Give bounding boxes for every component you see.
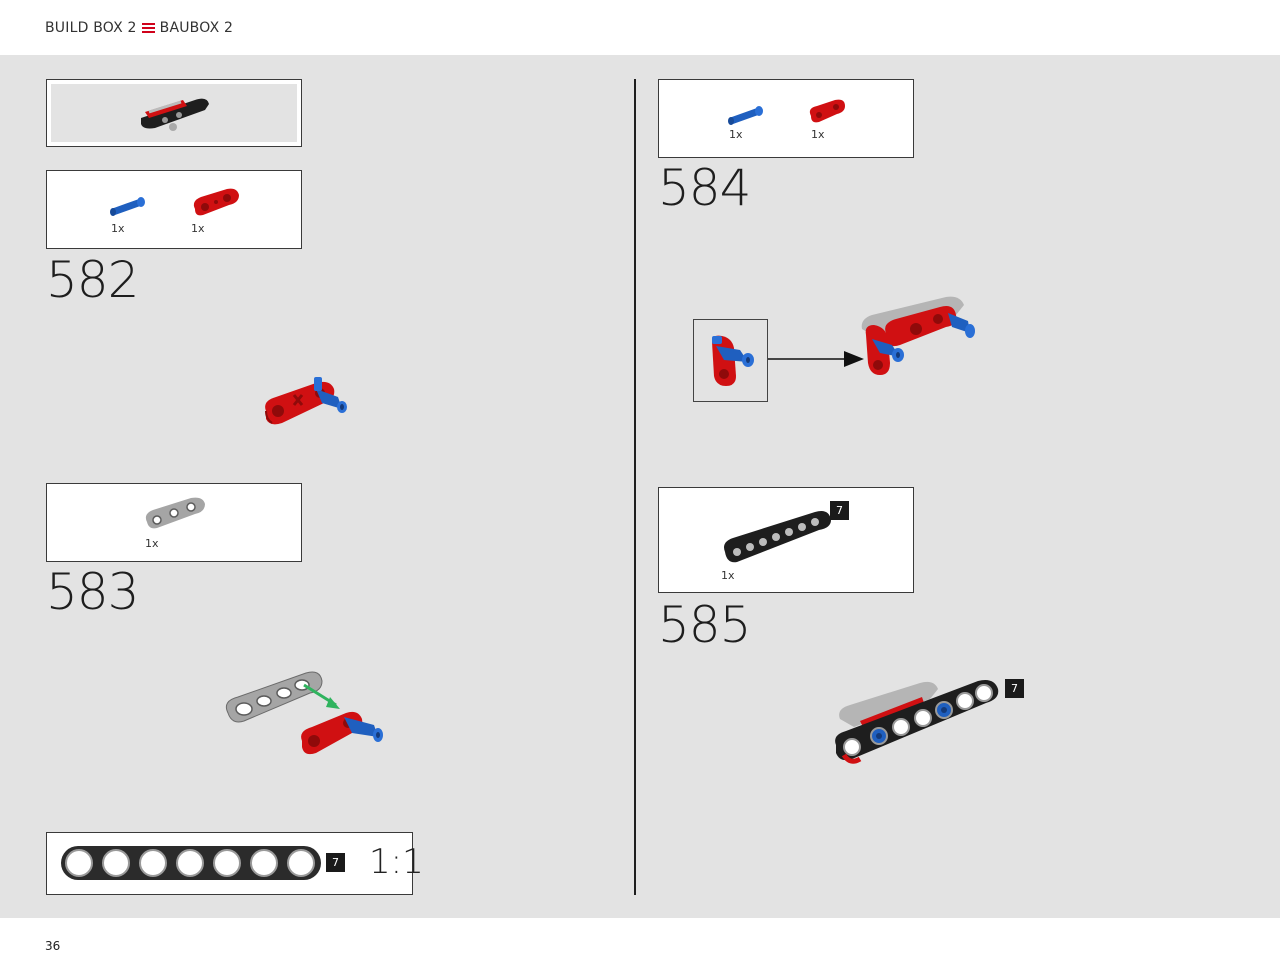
model-length-badge: 7 xyxy=(1005,679,1024,698)
step-number-582: 582 xyxy=(46,251,139,309)
qty-label: 1x xyxy=(721,569,735,582)
page-header: BUILD BOX 2 BAUBOX 2 xyxy=(0,0,1280,55)
qty-label: 1x xyxy=(111,222,125,235)
page-footer: 36 xyxy=(0,918,1280,974)
step-585-model xyxy=(835,680,999,764)
scale-ruler-beam xyxy=(61,846,321,880)
step-584-parts-box: 1x 1x xyxy=(658,79,914,158)
ruler-length-badge: 7 xyxy=(326,853,345,872)
instruction-content: 1x 1x 582 1x 583 xyxy=(0,55,1280,918)
ruler-holes xyxy=(65,849,315,877)
red-beam-2-icon xyxy=(193,188,239,216)
red-beam-2-icon xyxy=(809,99,845,123)
page-number: 36 xyxy=(45,939,61,953)
menu-lines-icon xyxy=(141,23,155,33)
black-beam-7-icon xyxy=(724,511,831,563)
part-length-badge: 7 xyxy=(830,501,849,520)
arrow-right-icon xyxy=(768,351,864,367)
blue-axle-pin-icon xyxy=(110,197,145,216)
scale-ruler-box: 7 1:1 xyxy=(46,832,424,895)
step-number-585: 585 xyxy=(658,596,751,654)
step-number-583: 583 xyxy=(46,563,139,621)
header-title-right: BAUBOX 2 xyxy=(159,20,234,36)
qty-label: 1x xyxy=(729,128,743,141)
qty-label: 1x xyxy=(145,537,159,550)
qty-label: 1x xyxy=(811,128,825,141)
step-582-parts-box: 1x 1x xyxy=(46,170,302,249)
grey-beam-3-icon xyxy=(145,497,205,529)
column-divider xyxy=(634,79,636,895)
step-number-584: 584 xyxy=(658,159,751,217)
step-584-callout-box xyxy=(693,319,768,402)
header-title: BUILD BOX 2 BAUBOX 2 xyxy=(45,20,233,36)
qty-label: 1x xyxy=(191,222,205,235)
header-title-left: BUILD BOX 2 xyxy=(45,20,137,36)
step-584-model xyxy=(861,296,975,375)
step-582-model xyxy=(265,377,347,425)
step-585-parts-box: 7 1x xyxy=(658,487,914,593)
blue-axle-pin-icon xyxy=(728,106,763,125)
sub-assembly-preview-box xyxy=(46,79,302,147)
sub-assembly-part-icon xyxy=(141,98,209,131)
scale-label: 1:1 xyxy=(369,842,424,882)
callout-red-beam-model xyxy=(712,335,754,386)
step-583-parts-box: 1x xyxy=(46,483,302,562)
step-583-model xyxy=(225,671,383,755)
